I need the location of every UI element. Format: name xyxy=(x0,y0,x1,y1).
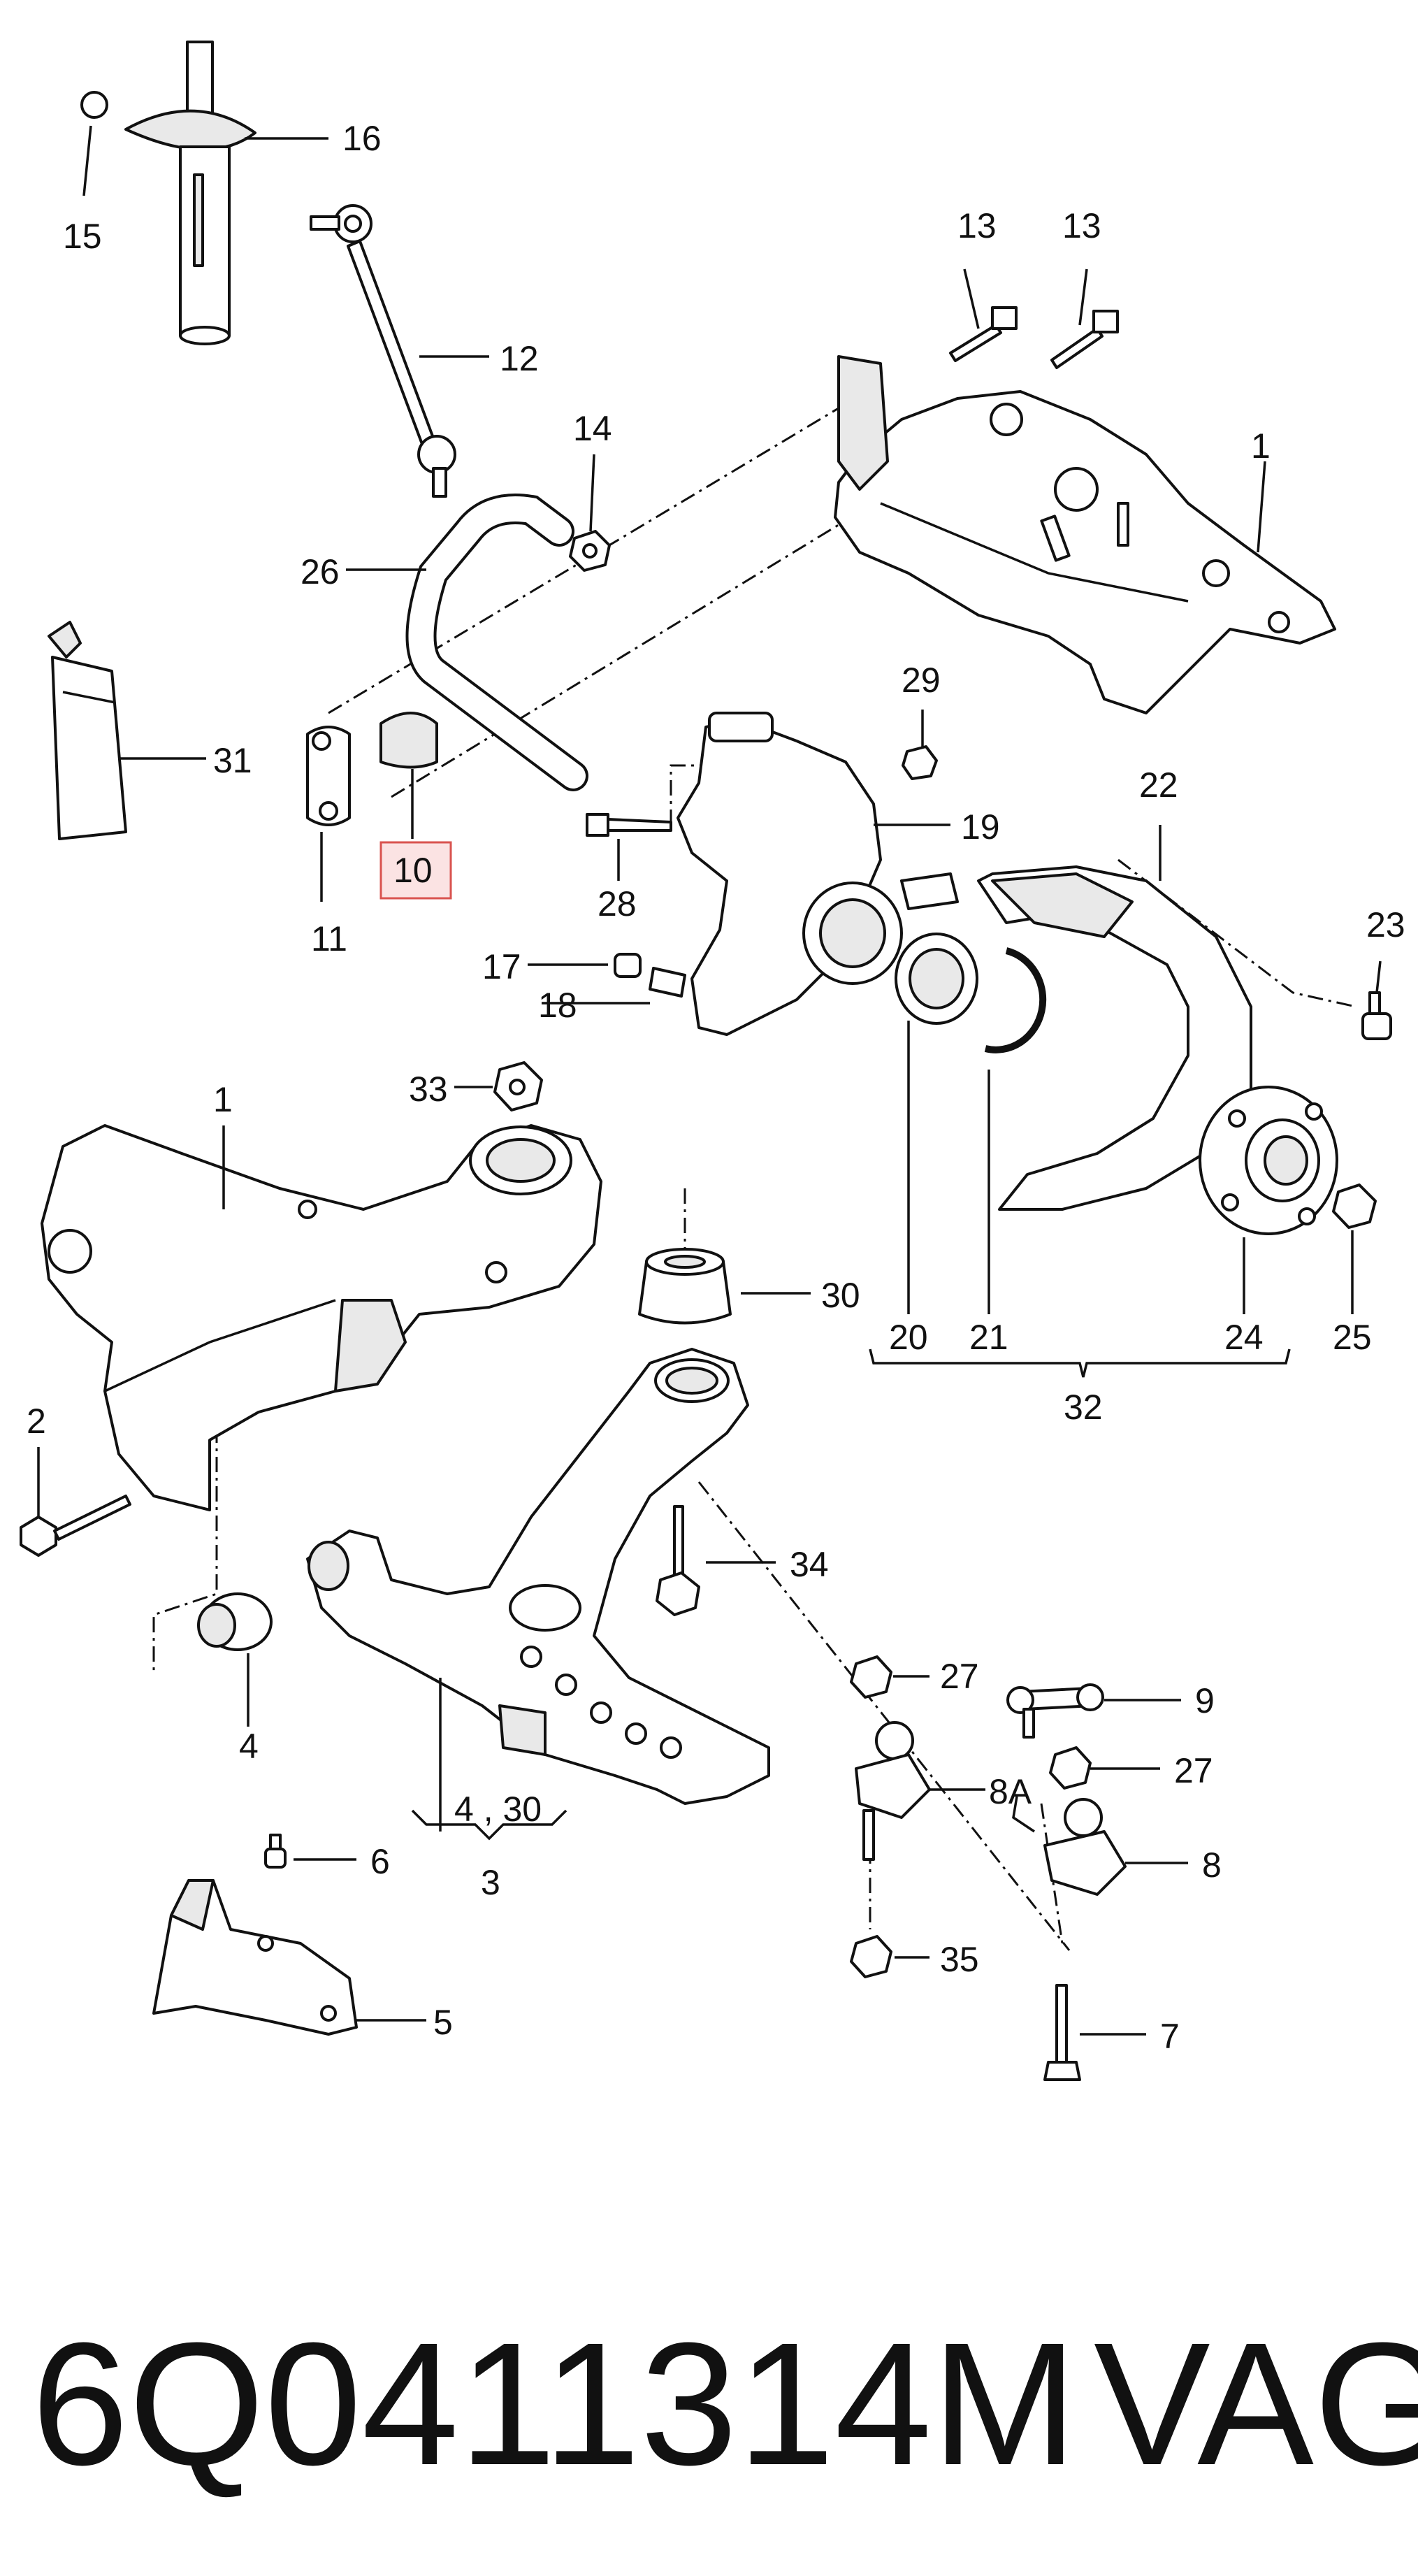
label-24: 24 xyxy=(1224,1318,1264,1357)
label-8: 8 xyxy=(1202,1845,1222,1885)
label-1-top: 1 xyxy=(1251,426,1271,466)
label-27-left: 27 xyxy=(940,1657,979,1696)
label-14: 14 xyxy=(573,409,612,448)
label-15: 15 xyxy=(63,217,102,256)
control-arm xyxy=(306,1348,770,1805)
wheel-bearing xyxy=(895,933,978,1025)
label-27-right: 27 xyxy=(1174,1751,1213,1790)
strut-assembly xyxy=(80,41,256,345)
label-25: 25 xyxy=(1333,1318,1372,1357)
nut-27-left xyxy=(850,1655,892,1699)
label-3: 3 xyxy=(481,1863,500,1902)
label-30: 30 xyxy=(821,1276,860,1315)
stabilizer-link xyxy=(310,204,456,498)
label-19: 19 xyxy=(961,807,1000,847)
wheel-hub xyxy=(1199,1086,1338,1235)
caption: 6Q0411314M VAG xyxy=(31,2306,1418,2501)
circlip xyxy=(984,947,1047,1053)
label-10: 10 xyxy=(393,851,433,890)
ball-joint-8a xyxy=(855,1721,931,1861)
bush-4 xyxy=(197,1592,273,1651)
label-12: 12 xyxy=(500,339,539,378)
label-29: 29 xyxy=(902,661,941,700)
label-9: 9 xyxy=(1195,1681,1215,1720)
label-20: 20 xyxy=(889,1318,928,1357)
bolt-23 xyxy=(1361,991,1392,1040)
bolts-13 xyxy=(949,306,1119,369)
label-11: 11 xyxy=(311,919,347,958)
label-31: 31 xyxy=(213,741,252,780)
label-17: 17 xyxy=(482,947,521,986)
label-32: 32 xyxy=(1064,1388,1103,1427)
clip-6 xyxy=(264,1834,287,1869)
label-26: 26 xyxy=(301,552,340,591)
ball-joint-8 xyxy=(1043,1798,1127,1896)
bolt-7 xyxy=(1043,1984,1081,2081)
nut-27-right xyxy=(1049,1746,1092,1790)
label-4-30: 4 , 30 xyxy=(454,1790,542,1829)
nut-35 xyxy=(850,1935,892,1978)
part-number: 6Q0411314M xyxy=(31,2306,1077,2501)
subframe-bottom xyxy=(41,1124,602,1511)
stabilizer-bush xyxy=(379,712,438,769)
label-13-right: 13 xyxy=(1062,206,1101,245)
stabilizer-clamp xyxy=(306,726,351,826)
highlight-box-10 xyxy=(379,841,452,900)
nut-25 xyxy=(1332,1183,1377,1229)
bush-17 xyxy=(614,953,642,978)
label-8a: 8A xyxy=(989,1772,1032,1811)
stabilizer-bar xyxy=(405,494,588,791)
steering-knuckle xyxy=(677,712,959,1036)
label-21: 21 xyxy=(969,1318,1008,1357)
label-2: 2 xyxy=(27,1402,46,1441)
guide-plate xyxy=(152,1879,358,2036)
label-23: 23 xyxy=(1366,905,1405,944)
bolt-28 xyxy=(586,813,672,837)
label-7: 7 xyxy=(1160,2017,1180,2056)
label-33: 33 xyxy=(409,1070,448,1109)
label-1-bottom: 1 xyxy=(213,1080,233,1119)
nut-33 xyxy=(493,1061,543,1111)
nut-29 xyxy=(902,745,938,780)
grease-tube xyxy=(48,621,127,840)
sleeve-18 xyxy=(649,967,686,998)
label-18: 18 xyxy=(538,986,577,1025)
link-9 xyxy=(1006,1683,1104,1739)
bolt-34 xyxy=(656,1505,700,1616)
label-6: 6 xyxy=(370,1842,390,1881)
nut-14 xyxy=(569,530,611,572)
bush-30 xyxy=(638,1248,732,1325)
label-22: 22 xyxy=(1139,765,1178,805)
splash-plate xyxy=(977,865,1252,1211)
label-34: 34 xyxy=(790,1545,829,1584)
part-labels: 16 15 12 13 13 14 1 26 31 29 19 22 10 11… xyxy=(27,119,1405,2056)
brand-name: VAG xyxy=(1094,2306,1418,2501)
label-5: 5 xyxy=(433,2003,453,2042)
label-28: 28 xyxy=(598,884,637,923)
label-16: 16 xyxy=(342,119,382,158)
leader-lines xyxy=(37,125,1382,2036)
label-35: 35 xyxy=(940,1940,979,1979)
label-13-left: 13 xyxy=(957,206,997,245)
subframe-top xyxy=(834,355,1336,714)
label-4: 4 xyxy=(239,1727,259,1766)
